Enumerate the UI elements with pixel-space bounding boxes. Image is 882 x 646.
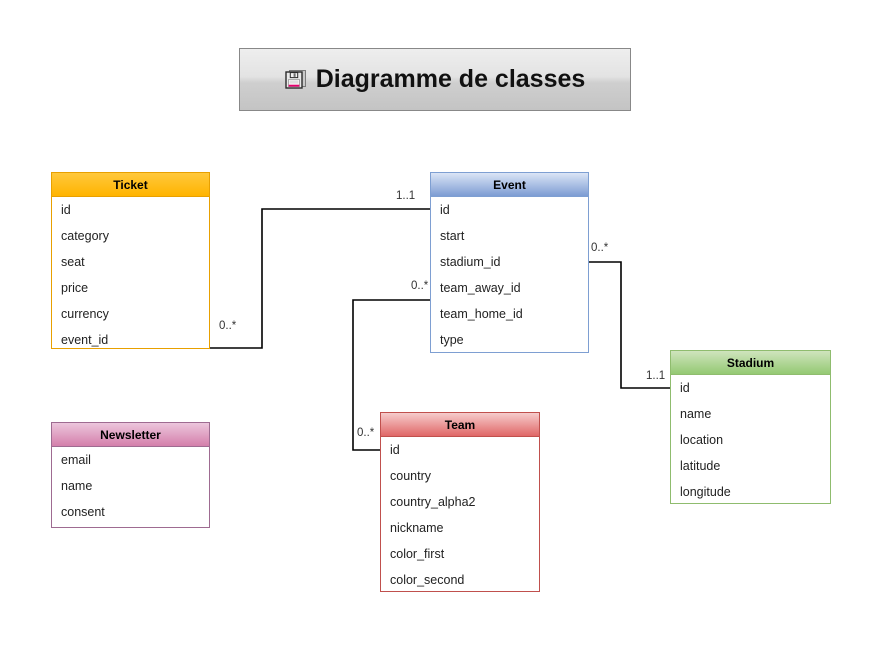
uml-attribute: id [440,203,450,217]
uml-attribute: currency [61,307,109,321]
uml-class-stadium-title: Stadium [671,351,830,375]
multiplicity-label-event-stadium-source: 0..* [591,242,609,254]
page-title: Diagramme de classes [315,65,586,93]
uml-attribute: stadium_id [440,255,501,269]
uml-attribute: id [680,381,690,395]
connector-ticket-event [210,208,430,349]
uml-class-team-attributes: id country country_alpha2 nickname color… [381,437,539,593]
uml-attribute: name [61,479,93,493]
uml-attribute: team_away_id [440,281,521,295]
uml-attribute: event_id [61,333,109,347]
uml-attribute: location [680,433,724,447]
uml-attribute: country_alpha2 [390,495,476,509]
uml-class-stadium-attributes: id name location latitude longitude [671,375,830,505]
uml-class-newsletter-title: Newsletter [52,423,209,447]
uml-attribute: nickname [390,521,444,535]
uml-attribute: category [61,229,109,243]
uml-attribute: email [61,453,91,467]
uml-class-event-title: Event [431,173,588,197]
uml-class-team[interactable]: Team id country country_alpha2 nickname … [380,412,540,592]
multiplicity-label-ticket-event-target: 1..1 [396,190,416,202]
uml-attribute: id [390,443,400,457]
multiplicity-label-event-team-target: 0..* [357,427,375,439]
uml-class-event-attributes: id start stadium_id team_away_id team_ho… [431,197,588,353]
uml-attribute: seat [61,255,85,269]
connector-event-team [352,299,430,451]
floppy-disk-save-icon [284,69,306,89]
uml-class-stadium[interactable]: Stadium id name location latitude longit… [670,350,831,504]
uml-attribute: type [440,333,464,347]
uml-attribute: name [680,407,712,421]
uml-attribute: color_second [390,573,465,587]
uml-attribute: id [61,203,71,217]
uml-attribute: longitude [680,485,731,499]
uml-class-event[interactable]: Event id start stadium_id team_away_id t… [430,172,589,353]
uml-attribute: country [390,469,431,483]
uml-attribute: consent [61,505,105,519]
uml-attribute: team_home_id [440,307,523,321]
multiplicity-label-event-stadium-target: 1..1 [646,370,666,382]
uml-class-ticket-title: Ticket [52,173,209,197]
uml-class-newsletter-attributes: email name consent [52,447,209,525]
diagram-title-banner: Diagramme de classes [239,48,631,111]
multiplicity-label-event-team-source: 0..* [411,280,429,292]
uml-class-ticket-attributes: id category seat price currency event_id [52,197,209,353]
uml-attribute: latitude [680,459,721,473]
uml-class-ticket[interactable]: Ticket id category seat price currency e… [51,172,210,349]
connector-event-stadium [589,261,670,389]
uml-class-newsletter[interactable]: Newsletter email name consent [51,422,210,528]
multiplicity-label-ticket-event-source: 0..* [219,320,237,332]
uml-attribute: price [61,281,89,295]
uml-attribute: color_first [390,547,445,561]
uml-class-team-title: Team [381,413,539,437]
uml-attribute: start [440,229,465,243]
